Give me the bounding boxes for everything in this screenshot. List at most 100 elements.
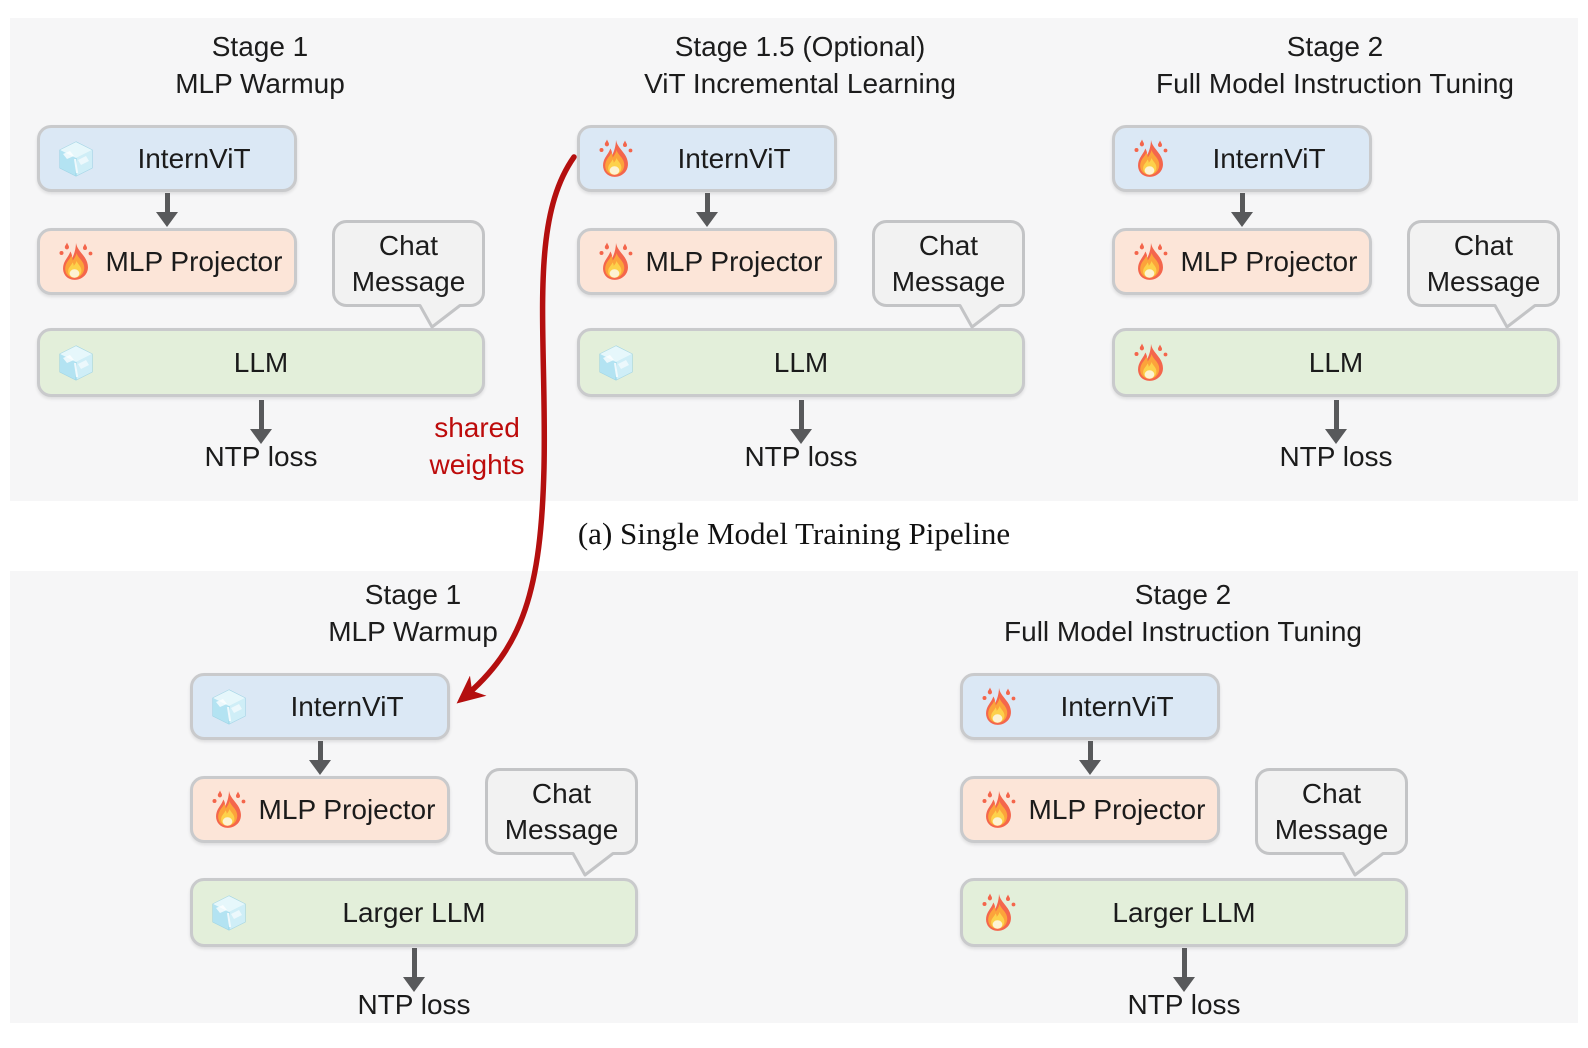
internvit-box: InternViT xyxy=(960,673,1220,740)
stage-title-line1: Stage 1 xyxy=(364,579,462,610)
mlp-projector-label: MLP Projector xyxy=(258,793,436,825)
stage-title-line2: Full Model Instruction Tuning xyxy=(1004,616,1362,647)
shared-weights-label: shared weights xyxy=(357,409,597,483)
mlp-projector-label: MLP Projector xyxy=(645,245,823,277)
mlp-projector-box: MLP Projector xyxy=(1112,228,1372,295)
llm-box: LLM xyxy=(1112,328,1560,397)
stage1-5-column: Stage 1.5 (Optional) ViT Incremental Lea… xyxy=(540,0,1060,500)
stage2-column: Stage 2 Full Model Instruction Tuning In… xyxy=(1075,0,1588,500)
internvit-label: InternViT xyxy=(1060,690,1174,722)
fire-icon xyxy=(979,788,1019,832)
figure-caption: (a) Single Model Training Pipeline xyxy=(577,516,1011,551)
fire-icon xyxy=(596,240,636,284)
speech-bubble-shape xyxy=(1407,220,1560,329)
mlp-projector-box: MLP Projector xyxy=(960,776,1220,843)
flow-arrow-down xyxy=(1231,193,1253,227)
chat-message-bubble: Chat Message xyxy=(485,768,638,880)
stage-title-line2: MLP Warmup xyxy=(328,616,498,647)
chat-message-text: Chat Message xyxy=(485,768,638,855)
chat-message-text: Chat Message xyxy=(872,220,1025,307)
chat-message-bubble: Chat Message xyxy=(1407,220,1560,332)
chat-message-text: Chat Message xyxy=(1255,768,1408,855)
llm-label: LLM xyxy=(1308,346,1364,378)
mlp-projector-label: MLP Projector xyxy=(1028,793,1206,825)
chat-line2: Message xyxy=(504,813,619,845)
larger-llm-box: Larger LLM xyxy=(960,878,1408,947)
flow-arrow-down xyxy=(403,948,425,992)
chat-message-text: Chat Message xyxy=(332,220,485,307)
flow-arrow-down xyxy=(1325,400,1347,444)
flow-arrow-down xyxy=(309,741,331,775)
shared-weights-line1: shared xyxy=(434,412,520,443)
larger-llm-box: Larger LLM xyxy=(190,878,638,947)
mlp-projector-box: MLP Projector xyxy=(577,228,837,295)
fire-icon xyxy=(1131,240,1171,284)
larger-llm-label: Larger LLM xyxy=(1112,896,1256,928)
ntp-loss-label: NTP loss xyxy=(357,989,471,1020)
stage-title: Stage 1 MLP Warmup xyxy=(0,28,520,102)
internvit-label: InternViT xyxy=(290,690,404,722)
chat-line2: Message xyxy=(1274,813,1389,845)
chat-line1: Chat xyxy=(1301,777,1362,809)
internvit-box: InternViT xyxy=(37,125,297,192)
fire-icon xyxy=(596,137,636,181)
internvit-box: InternViT xyxy=(1112,125,1372,192)
chat-message-bubble: Chat Message xyxy=(1255,768,1408,880)
fire-icon xyxy=(209,788,249,832)
stage-title: Stage 2 Full Model Instruction Tuning xyxy=(1075,28,1588,102)
chat-message-text: Chat Message xyxy=(1407,220,1560,307)
stage1-column: Stage 1 MLP Warmup InternViT MLP Project… xyxy=(0,0,520,500)
mlp-projector-label: MLP Projector xyxy=(105,245,283,277)
internvit-label: InternViT xyxy=(1212,142,1326,174)
stage-title-line1: Stage 1.5 (Optional) xyxy=(674,31,926,62)
llm-box: LLM xyxy=(577,328,1025,397)
internvit-label: InternViT xyxy=(677,142,791,174)
chat-line1: Chat xyxy=(378,229,439,261)
mlp-projector-box: MLP Projector xyxy=(37,228,297,295)
fire-icon xyxy=(1131,137,1171,181)
flow-arrow-down xyxy=(156,193,178,227)
stage-title: Stage 2 Full Model Instruction Tuning xyxy=(923,576,1443,650)
fire-icon xyxy=(56,240,96,284)
bottom-stage2-column: Stage 2 Full Model Instruction Tuning In… xyxy=(923,548,1443,1048)
internvit-label: InternViT xyxy=(137,142,251,174)
speech-bubble-shape xyxy=(485,768,638,877)
chat-line2: Message xyxy=(351,265,466,297)
speech-bubble-shape xyxy=(872,220,1025,329)
ice-cube-icon xyxy=(56,137,96,181)
stage-title-line1: Stage 2 xyxy=(1286,31,1384,62)
chat-message-bubble: Chat Message xyxy=(872,220,1025,332)
stage-title: Stage 1 MLP Warmup xyxy=(153,576,673,650)
stage-title: Stage 1.5 (Optional) ViT Incremental Lea… xyxy=(540,28,1060,102)
speech-bubble-shape xyxy=(1255,768,1408,877)
larger-llm-label: Larger LLM xyxy=(342,896,486,928)
llm-box: LLM xyxy=(37,328,485,397)
internvit-box: InternViT xyxy=(190,673,450,740)
bottom-stage1-column: Stage 1 MLP Warmup InternViT MLP Project… xyxy=(153,548,673,1048)
chat-message-bubble: Chat Message xyxy=(332,220,485,332)
flow-arrow-down xyxy=(1173,948,1195,992)
stage-title-line1: Stage 1 xyxy=(211,31,309,62)
ntp-loss-label: NTP loss xyxy=(1127,989,1241,1020)
stage-title-line1: Stage 2 xyxy=(1134,579,1232,610)
ice-cube-icon xyxy=(209,685,249,729)
chat-line1: Chat xyxy=(1453,229,1514,261)
stage-title-line2: Full Model Instruction Tuning xyxy=(1156,68,1514,99)
chat-line2: Message xyxy=(891,265,1006,297)
mlp-projector-label: MLP Projector xyxy=(1180,245,1358,277)
llm-label: LLM xyxy=(773,346,829,378)
flow-arrow-down xyxy=(790,400,812,444)
chat-line2: Message xyxy=(1426,265,1541,297)
shared-weights-line2: weights xyxy=(429,449,525,480)
ntp-loss-label: NTP loss xyxy=(204,441,318,472)
flow-arrow-down xyxy=(250,400,272,444)
fire-icon xyxy=(979,685,1019,729)
flow-arrow-down xyxy=(696,193,718,227)
llm-label: LLM xyxy=(233,346,289,378)
mlp-projector-box: MLP Projector xyxy=(190,776,450,843)
chat-line1: Chat xyxy=(531,777,592,809)
stage-title-line2: ViT Incremental Learning xyxy=(644,68,956,99)
ntp-loss-label: NTP loss xyxy=(1279,441,1393,472)
stage-title-line2: MLP Warmup xyxy=(175,68,345,99)
